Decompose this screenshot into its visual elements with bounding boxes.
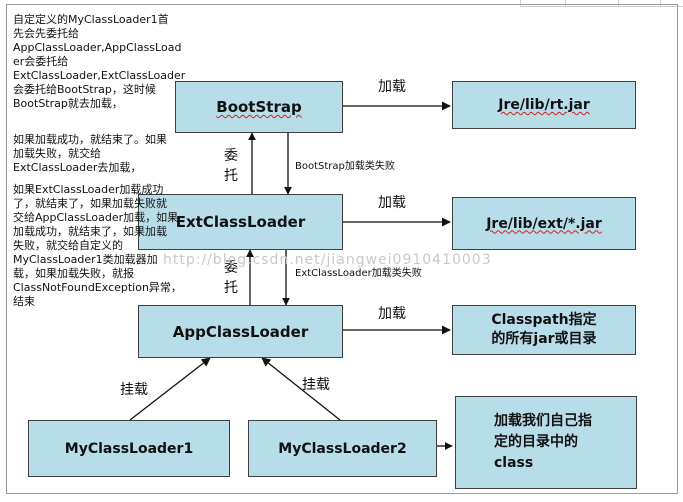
note-bootstrap-result: 如果加载成功，就结束了。如果 加载失败，就交给 ExtClassLoader去加…	[13, 133, 167, 174]
own-dir-label: 加载我们自己指 定的目录中的 class	[494, 413, 592, 471]
ext-classloader-label: ExtClassLoader	[175, 213, 306, 231]
top-edge-grid	[520, 0, 683, 7]
ext-jar-label: Jre/lib/ext/*.jar	[486, 215, 602, 232]
load-classpath-label: 加载	[378, 306, 406, 322]
mount-right-label: 挂载	[302, 377, 330, 393]
note-delegation: 自定定义的MyClassLoader1首 先会先委托给 AppClassLoad…	[13, 13, 186, 110]
load-rt-label: 加载	[378, 79, 406, 95]
app-classloader-box: AppClassLoader	[138, 305, 343, 358]
classpath-box: Classpath指定 的所有jar或目录	[452, 305, 636, 355]
diagram-frame	[6, 4, 678, 494]
bootstrap-label: BootStrap	[216, 98, 302, 116]
delegate-lower-label: 委 托	[224, 260, 238, 296]
my-classloader1-box: MyClassLoader1	[28, 420, 230, 477]
ext-fail-label: ExtClassLoader加载类失败	[295, 268, 422, 279]
ext-jar-box: Jre/lib/ext/*.jar	[452, 197, 636, 250]
arrow-mount-loader1	[129, 357, 211, 421]
delegate-upper-label: 委 托	[224, 148, 238, 184]
arrow-mount-loader2	[261, 357, 341, 421]
own-dir-box: 加载我们自己指 定的目录中的 class	[455, 396, 637, 489]
my-classloader2-label: MyClassLoader2	[278, 440, 407, 457]
classpath-label: Classpath指定 的所有jar或目录	[491, 312, 597, 347]
my-classloader2-box: MyClassLoader2	[248, 420, 437, 477]
rt-jar-label: Jre/lib/rt.jar	[498, 97, 590, 113]
bootstrap-box: BootStrap	[175, 81, 343, 133]
watermark: http://blog.csdn.net/jiangwei0910410003	[163, 252, 492, 268]
rt-jar-box: Jre/lib/rt.jar	[452, 81, 636, 129]
note-ext-result: 如果ExtClassLoader加载成功 了，就结束了，如果加载失败就 交给Ap…	[13, 183, 182, 308]
load-ext-label: 加载	[378, 195, 406, 211]
app-classloader-label: AppClassLoader	[172, 322, 309, 341]
my-classloader1-label: MyClassLoader1	[64, 440, 194, 457]
ext-classloader-box: ExtClassLoader	[138, 194, 343, 250]
mount-left-label: 挂载	[120, 382, 148, 398]
bootstrap-fail-label: BootStrap加载类失败	[295, 161, 395, 172]
